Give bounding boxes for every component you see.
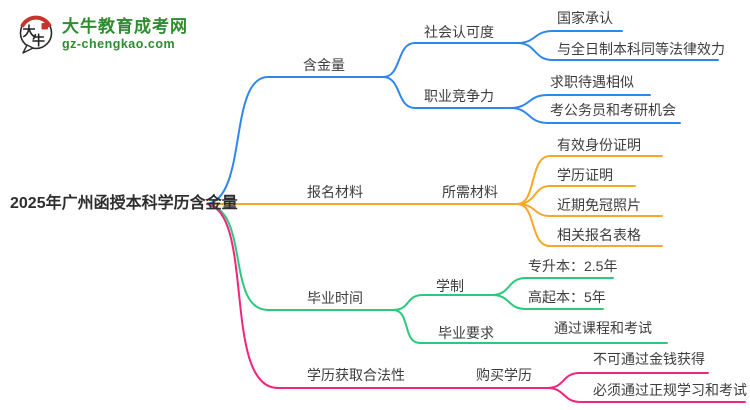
branch-legality-lines bbox=[206, 203, 746, 403]
node-legal-equivalence: 与全日制本科同等法律效力 bbox=[557, 41, 725, 57]
node-state-recognized: 国家承认 bbox=[557, 10, 613, 26]
node-study-duration: 学制 bbox=[436, 278, 464, 294]
node-recent-photo: 近期免冠照片 bbox=[557, 197, 641, 213]
node-education-proof: 学历证明 bbox=[557, 167, 613, 183]
node-registration-forms: 相关报名表格 bbox=[557, 227, 641, 243]
svg-text:牛: 牛 bbox=[32, 33, 45, 48]
node-career-competitiveness: 职业竞争力 bbox=[424, 88, 494, 104]
branch-materials-lines bbox=[206, 155, 663, 247]
logo-url: gz-chengkao.com bbox=[62, 36, 176, 51]
node-diploma-legality: 学历获取合法性 bbox=[307, 367, 405, 383]
node-enrollment-materials: 报名材料 bbox=[307, 184, 363, 200]
svg-text:大: 大 bbox=[23, 24, 36, 39]
branch-value-lines bbox=[206, 30, 719, 205]
node-buying-diploma: 购买学历 bbox=[476, 367, 532, 383]
daniu-speech-bubble-icon: 大 牛 bbox=[19, 15, 53, 54]
node-civil-exam-opportunity: 考公务员和考研机会 bbox=[550, 102, 676, 118]
site-logo: 大 牛 大牛教育成考网 gz-chengkao.com bbox=[16, 14, 188, 54]
node-duration-gaoqiben: 高起本：5年 bbox=[528, 289, 606, 305]
logo-text: 大牛教育成考网 gz-chengkao.com bbox=[62, 17, 188, 52]
node-required-materials: 所需材料 bbox=[442, 184, 498, 200]
node-graduation-time: 毕业时间 bbox=[307, 290, 363, 306]
node-duration-zhuanshengben: 专升本：2.5年 bbox=[528, 258, 618, 274]
node-not-by-money: 不可通过金钱获得 bbox=[593, 351, 705, 367]
node-pass-courses-exams: 通过课程和考试 bbox=[554, 320, 652, 336]
root-topic: 2025年广州函授本科学历含金量 bbox=[10, 195, 238, 212]
node-value: 含金量 bbox=[303, 57, 345, 73]
node-id-proof: 有效身份证明 bbox=[557, 137, 641, 153]
node-job-treatment: 求职待遇相似 bbox=[550, 74, 634, 90]
logo-title: 大牛教育成考网 bbox=[62, 16, 188, 36]
branch-graduation-lines bbox=[206, 203, 668, 344]
node-graduation-requirements: 毕业要求 bbox=[438, 325, 494, 341]
node-formal-study-required: 必须通过正规学习和考试 bbox=[593, 382, 747, 398]
node-social-recognition: 社会认可度 bbox=[424, 24, 494, 40]
